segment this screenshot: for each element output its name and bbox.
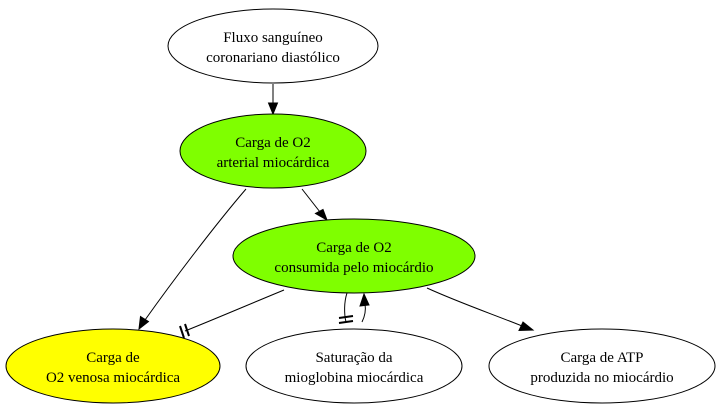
node-fluxo-sanguineo: Fluxo sanguíneo coronariano diastólico [167, 8, 379, 84]
node-consumida-ellipse [232, 218, 476, 294]
node-atp-ellipse [488, 328, 716, 404]
node-carga-o2-consumida: Carga de O2 consumida pelo miocárdio [232, 218, 476, 294]
node-arterial-label-line1: Carga de O2 [235, 135, 311, 151]
edge-saturacao-to-consumida [359, 292, 370, 323]
edge-consumida-inhibits-venosa [179, 289, 285, 339]
edge-fluxo-to-arterial [267, 84, 279, 116]
node-fluxo-label-line1: Fluxo sanguíneo [223, 30, 323, 46]
edges [138, 84, 535, 339]
node-venosa-label-line1: Carga de [86, 350, 140, 366]
nodes: Fluxo sanguíneo coronariano diastólico C… [5, 8, 716, 404]
node-saturacao-mioglobina: Saturação da mioglobina miocárdica [245, 328, 463, 404]
node-saturacao-label-line2: mioglobina miocárdica [285, 370, 424, 386]
node-atp-label-line1: Carga de ATP [560, 350, 643, 366]
node-fluxo-label-line2: coronariano diastólico [206, 50, 340, 66]
node-carga-o2-arterial: Carga de O2 arterial miocárdica [179, 113, 367, 189]
edge-arterial-to-venosa [138, 188, 247, 331]
node-consumida-label-line1: Carga de O2 [316, 240, 392, 256]
node-carga-o2-venosa: Carga de O2 venosa miocárdica [5, 328, 221, 404]
node-consumida-label-line2: consumida pelo miocárdio [274, 260, 433, 276]
node-saturacao-label-line1: Saturação da [315, 350, 392, 366]
edge-consumida-inhibits-saturacao [338, 292, 354, 324]
node-arterial-ellipse [179, 113, 367, 189]
node-fluxo-ellipse [167, 8, 379, 84]
node-arterial-label-line2: arterial miocárdica [217, 155, 330, 171]
node-venosa-ellipse [5, 328, 221, 404]
node-carga-atp: Carga de ATP produzida no miocárdio [488, 328, 716, 404]
edge-consumida-to-atp [426, 287, 535, 332]
node-atp-label-line2: produzida no miocárdio [530, 370, 673, 386]
edge-arterial-to-consumida [301, 188, 328, 222]
node-venosa-label-line2: O2 venosa miocárdica [46, 370, 180, 386]
node-saturacao-ellipse [245, 328, 463, 404]
